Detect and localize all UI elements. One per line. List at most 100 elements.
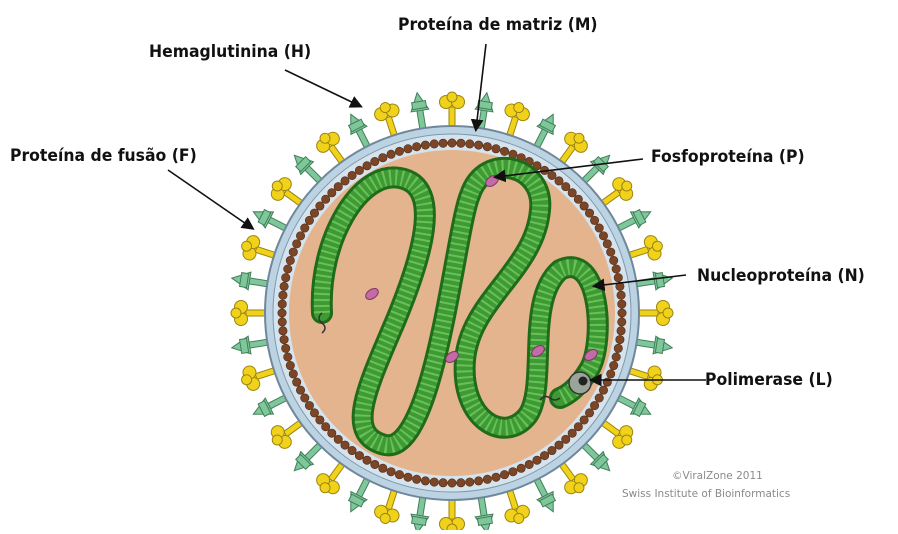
matrix-bead [603,240,611,248]
matrix-bead [618,309,626,317]
matrix-bead [334,435,342,443]
matrix-bead [395,470,403,478]
matrix-bead [448,139,456,147]
matrix-bead [371,460,379,468]
matrix-bead [316,416,324,424]
matrix-bead [289,248,297,256]
matrix-bead [280,335,288,343]
matrix-bead [286,256,294,264]
matrix-bead [483,475,491,483]
label-nucleoprotein: Nucleoproteína (N) [697,266,865,286]
matrix-bead [580,416,588,424]
label-matrix-protein: Proteína de matriz (M) [398,15,598,35]
matrix-bead [612,265,620,273]
hemagglutinin-spike [231,301,268,326]
matrix-bead [301,224,309,232]
matrix-bead [500,470,508,478]
matrix-bead [555,441,563,449]
matrix-bead [282,344,290,352]
matrix-bead [348,446,356,454]
hemagglutinin-spike [440,92,465,129]
matrix-bead [585,409,593,417]
matrix-bead [590,401,598,409]
matrix-bead [618,318,626,326]
hemagglutinin-spike [440,497,465,530]
matrix-bead [296,232,304,240]
matrix-bead [616,335,624,343]
matrix-bead [599,386,607,394]
matrix-bead [599,232,607,240]
matrix-bead [457,139,465,147]
credit-line-1: ©ViralZone 2011 [672,470,763,482]
matrix-bead [387,468,395,476]
matrix-bead [492,145,500,153]
matrix-bead [371,157,379,165]
matrix-bead [278,309,286,317]
matrix-bead [278,300,286,308]
matrix-bead [301,394,309,402]
matrix-bead [474,477,482,485]
matrix-bead [595,394,603,402]
matrix-bead [585,209,593,217]
matrix-bead [517,464,525,472]
matrix-bead [305,401,313,409]
matrix-bead [379,464,387,472]
matrix-bead [548,171,556,179]
label-phosphoprotein: Fosfoproteína (P) [651,147,805,167]
matrix-bead [614,273,622,281]
matrix-bead [292,240,300,248]
matrix-bead [509,468,517,476]
matrix-bead [363,456,371,464]
matrix-bead [379,153,387,161]
matrix-bead [430,140,438,148]
matrix-bead [278,318,286,326]
label-fusion-protein: Proteína de fusão (F) [10,146,197,166]
matrix-bead [310,209,318,217]
matrix-bead [609,361,617,369]
matrix-bead [412,475,420,483]
arrow-hemagglutinin [285,70,360,106]
matrix-bead [334,182,342,190]
polymerase-core-icon [579,377,588,386]
hemagglutinin-spike [636,301,673,326]
credit-line-2: Swiss Institute of Bioinformatics [622,488,790,500]
matrix-bead [562,182,570,190]
matrix-bead [448,479,456,487]
matrix-bead [421,477,429,485]
matrix-bead [292,378,300,386]
matrix-bead [316,202,324,210]
matrix-bead [595,224,603,232]
matrix-bead [614,344,622,352]
matrix-bead [321,423,329,431]
matrix-bead [430,478,438,486]
matrix-bead [284,265,292,273]
matrix-bead [525,460,533,468]
matrix-bead [466,478,474,486]
matrix-bead [607,370,615,378]
matrix-bead [568,189,576,197]
matrix-bead [280,282,288,290]
matrix-bead [321,195,329,203]
matrix-bead [341,441,349,449]
matrix-bead [474,141,482,149]
matrix-bead [540,451,548,459]
matrix-bead [310,409,318,417]
matrix-bead [574,195,582,203]
matrix-bead [355,451,363,459]
matrix-bead [618,300,626,308]
matrix-bead [387,150,395,158]
matrix-bead [580,202,588,210]
label-polymerase: Polimerase (L) [705,370,833,390]
matrix-bead [404,145,412,153]
label-hemagglutinin: Hemaglutinina (H) [149,42,311,62]
matrix-bead [483,143,491,151]
matrix-bead [284,353,292,361]
matrix-bead [363,162,371,170]
matrix-bead [612,353,620,361]
matrix-bead [568,429,576,437]
matrix-bead [282,273,290,281]
matrix-bead [439,479,447,487]
matrix-bead [617,291,625,299]
polymerase-complex [569,372,591,394]
